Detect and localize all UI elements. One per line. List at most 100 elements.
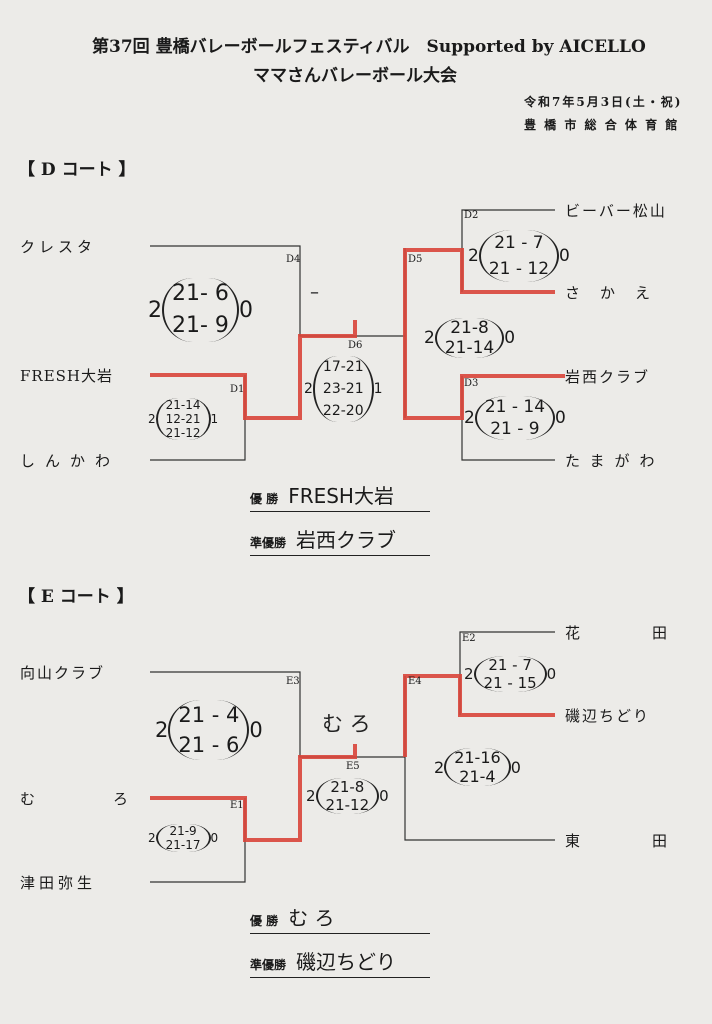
team-name: しんかわ <box>20 452 121 470</box>
team-name: 岩西クラブ <box>565 368 651 386</box>
set-score: 17-21 <box>322 359 364 375</box>
match-label: D3 <box>464 378 479 389</box>
set-score: 21- 6 <box>172 281 229 306</box>
set-score: 21- 9 <box>172 313 229 338</box>
set-score: 21 - 14 <box>484 397 546 417</box>
set-score: 21-12 <box>165 426 201 440</box>
runner-up-row: 準優勝岩西クラブ <box>250 524 430 556</box>
set-score: 21-17 <box>165 838 201 852</box>
team-name: 東 田 <box>565 832 682 850</box>
match-label: E5 <box>346 761 360 772</box>
set-score: 21 - 9 <box>490 419 540 439</box>
set-score: 21 - 4 <box>178 703 240 727</box>
sets-lost: 1 <box>210 412 219 426</box>
sets-lost: 0 <box>238 297 253 323</box>
set-score: 21-14 <box>165 398 201 412</box>
match-score-e3: 2 21 - 4 21 - 6 0 <box>155 700 263 760</box>
sets-lost: 0 <box>504 328 516 348</box>
runner-up-label: 準優勝 <box>250 958 287 972</box>
match-score-d2: 2 21 - 7 21 - 12 0 <box>468 230 570 282</box>
sets-won: 2 <box>304 381 313 397</box>
set-score: 21-9 <box>169 824 197 838</box>
match-label: E3 <box>286 676 300 687</box>
match-label: E1 <box>230 800 244 811</box>
team-name: クレスタ <box>20 238 97 256</box>
winner-label: 優 勝 <box>250 492 279 506</box>
sets-lost: 0 <box>249 718 263 742</box>
runner-up-label: 準優勝 <box>250 536 287 550</box>
set-score: 21 - 7 <box>488 656 532 674</box>
team-name: たまがわ <box>565 452 665 470</box>
sets-won: 2 <box>464 408 475 428</box>
set-score: 21 - 6 <box>178 733 240 757</box>
winner-name: む ろ <box>288 906 335 930</box>
set-score: 21-4 <box>459 767 496 786</box>
event-date: 令和7年5月3日(土・祝) <box>524 95 683 109</box>
runner-up-name: 磯辺ちどり <box>296 950 397 974</box>
match-label: E4 <box>408 676 422 687</box>
winner-label: 優 勝 <box>250 914 279 928</box>
sets-won: 2 <box>468 246 479 266</box>
team-name: 磯辺ちどり <box>565 707 651 725</box>
set-score: 21-14 <box>444 338 495 358</box>
set-score: 21 - 7 <box>494 233 544 253</box>
team-name: ビーバー松山 <box>565 202 667 220</box>
e-court-heading: 【 E コート 】 <box>18 587 134 607</box>
winner-name: FRESH大岩 <box>288 484 394 508</box>
team-name: 向山クラブ <box>20 664 106 682</box>
winner-row: 優 勝む ろ <box>250 902 430 934</box>
team-name: 津田弥生 <box>20 874 97 892</box>
sets-won: 2 <box>148 297 162 323</box>
sets-won: 2 <box>424 328 435 348</box>
match-label: D4 <box>286 254 301 265</box>
set-score: 22-20 <box>322 403 364 419</box>
sets-won: 2 <box>148 831 156 845</box>
sets-won: 2 <box>464 665 474 683</box>
runner-up-row: 準優勝磯辺ちどり <box>250 946 430 978</box>
set-score: 21 - 12 <box>488 259 550 279</box>
set-score: 21 - 15 <box>483 674 537 692</box>
set-score: 21-12 <box>325 796 370 814</box>
sets-won: 2 <box>306 787 316 805</box>
set-score: 23-21 <box>322 381 364 397</box>
sets-lost: 0 <box>555 408 566 428</box>
team-name: む ろ <box>20 790 145 808</box>
sets-lost: 1 <box>373 381 383 397</box>
match-label: E2 <box>462 633 476 644</box>
match-label: D2 <box>464 210 479 221</box>
team-name: FRESH大岩 <box>20 367 114 385</box>
match-score-d4: 2 21- 6 21- 9 0 <box>148 278 253 342</box>
sets-won: 2 <box>434 757 445 777</box>
set-score: 21-8 <box>450 318 489 338</box>
page-title: 第37回 豊橋バレーボールフェスティバル Supported by AICELL… <box>92 37 646 57</box>
winner-row: 優 勝 FRESH大岩 <box>250 480 430 512</box>
sets-won: 2 <box>148 412 156 426</box>
match-label: D1 <box>230 384 245 395</box>
d-court-heading: 【 D コート 】 <box>18 160 136 180</box>
match-label: D5 <box>408 254 423 265</box>
sets-lost: 0 <box>379 787 389 805</box>
sets-lost: 0 <box>510 757 521 777</box>
sets-won: 2 <box>155 718 169 742</box>
handwritten-winner-note: む ろ <box>322 712 371 736</box>
set-score: 12-21 <box>165 412 201 426</box>
team-name: さかえ <box>565 284 671 302</box>
match-label: D6 <box>348 340 363 351</box>
set-score: 21-8 <box>330 778 365 796</box>
page-subtitle: ママさんバレーボール大会 <box>253 66 457 86</box>
set-score: 21-16 <box>454 748 501 767</box>
sets-lost: 0 <box>546 665 557 683</box>
team-name: 花 田 <box>565 624 682 642</box>
handwritten-mark: – <box>310 282 319 303</box>
sets-lost: 0 <box>210 831 219 845</box>
sets-lost: 0 <box>559 246 570 266</box>
event-venue: 豊 橋 市 総 合 体 育 館 <box>524 118 680 132</box>
